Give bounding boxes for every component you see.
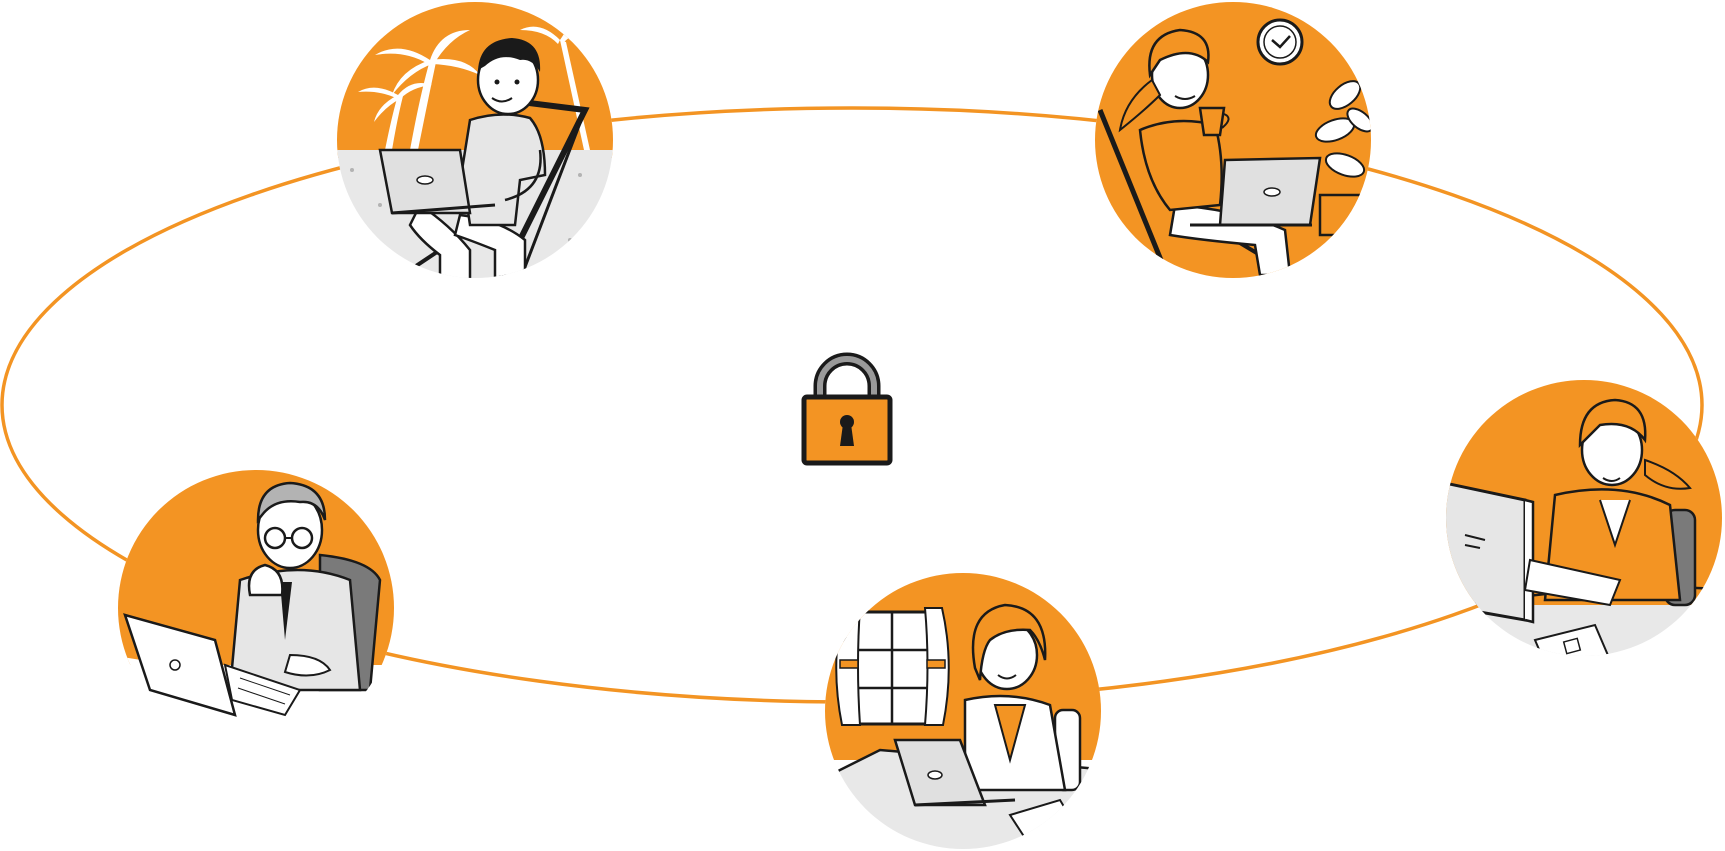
home-worker-laptop-icon (825, 573, 1101, 849)
remote-worker-beach-icon (337, 2, 613, 278)
executive-worker-laptop-icon (118, 470, 394, 746)
remote-worker-cafe-icon (1095, 2, 1371, 278)
padlock-icon (801, 352, 893, 466)
office-worker-desktop-icon (1446, 380, 1722, 656)
